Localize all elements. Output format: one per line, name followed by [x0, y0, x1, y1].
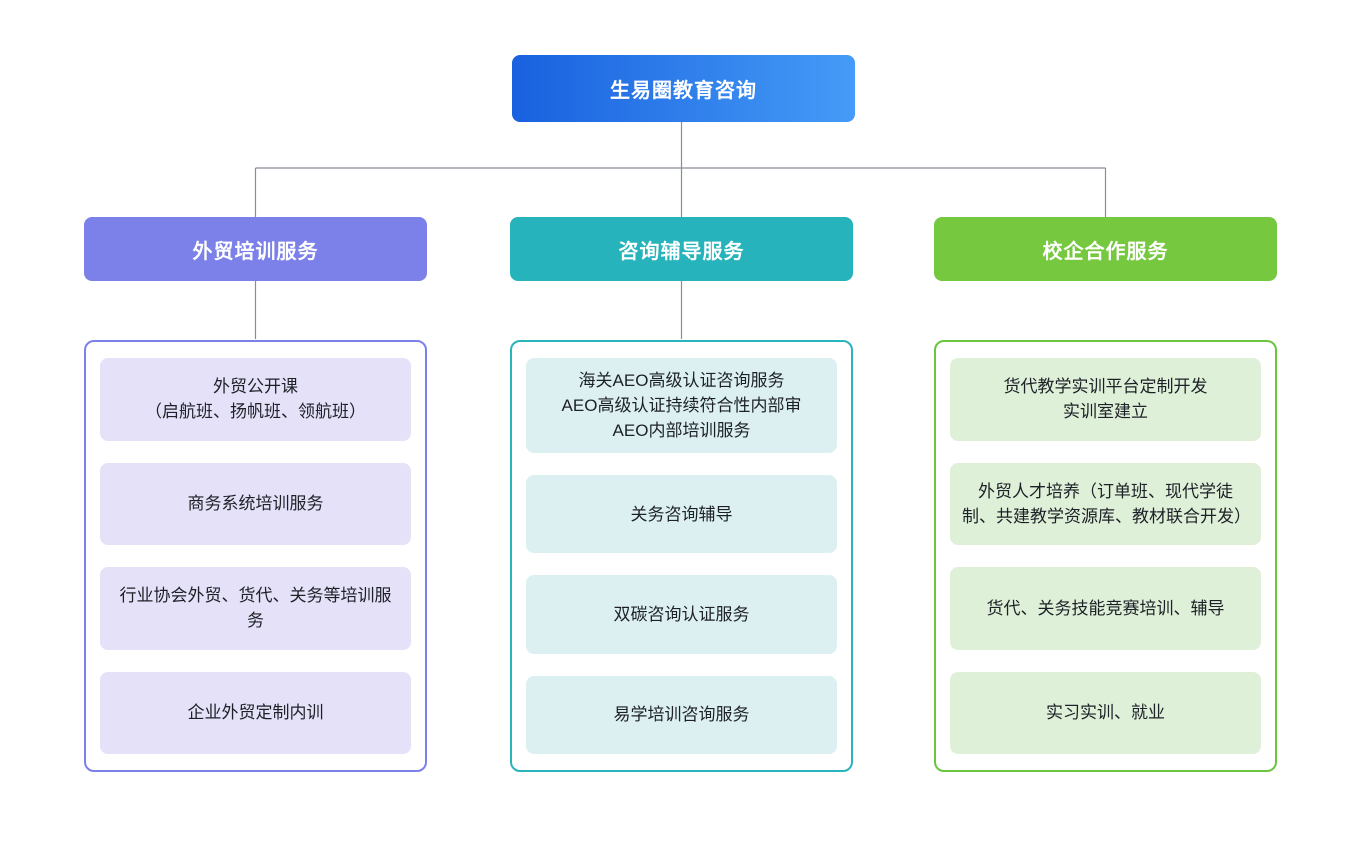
root-node-label: 生易圈教育咨询 [610, 80, 757, 102]
branch-group-box: 货代教学实训平台定制开发 实训室建立 外贸人才培养（订单班、现代学徒制、共建教学… [934, 340, 1277, 772]
leaf-node: 货代、关务技能竞赛培训、辅导 [950, 567, 1261, 650]
branch-header-label: 咨询辅导服务 [618, 240, 745, 263]
leaf-node: 企业外贸定制内训 [100, 671, 411, 754]
branch-header-foreign-trade-training: 外贸培训服务 [84, 217, 427, 281]
branch-group-box: 外贸公开课 （启航班、扬帆班、领航班） 商务系统培训服务 行业协会外贸、货代、关… [84, 340, 427, 772]
leaf-node: 货代教学实训平台定制开发 实训室建立 [950, 358, 1261, 441]
leaf-node: 外贸公开课 （启航班、扬帆班、领航班） [100, 358, 411, 441]
branch-header-school-enterprise-cooperation: 校企合作服务 [934, 217, 1277, 281]
leaf-node: 行业协会外贸、货代、关务等培训服务 [100, 567, 411, 650]
leaf-node: 实习实训、就业 [950, 671, 1261, 754]
branch-group-box: 海关AEO高级认证咨询服务 AEO高级认证持续符合性内部审 AEO内部培训服务 … [510, 340, 853, 772]
branch-header-label: 校企合作服务 [1042, 240, 1169, 263]
branch-foreign-trade-training: 外贸培训服务 外贸公开课 （启航班、扬帆班、领航班） 商务系统培训服务 行业协会… [84, 217, 427, 772]
leaf-node: 商务系统培训服务 [100, 462, 411, 545]
leaf-node: 外贸人才培养（订单班、现代学徒制、共建教学资源库、教材联合开发） [950, 462, 1261, 545]
leaf-node: 双碳咨询认证服务 [526, 575, 837, 654]
leaf-node: 海关AEO高级认证咨询服务 AEO高级认证持续符合性内部审 AEO内部培训服务 [526, 358, 837, 453]
branch-consulting-coaching: 咨询辅导服务 海关AEO高级认证咨询服务 AEO高级认证持续符合性内部审 AEO… [510, 217, 853, 772]
branch-school-enterprise-cooperation: 校企合作服务 货代教学实训平台定制开发 实训室建立 外贸人才培养（订单班、现代学… [934, 217, 1277, 772]
leaf-node: 易学培训咨询服务 [526, 675, 837, 754]
branch-header-consulting-coaching: 咨询辅导服务 [510, 217, 853, 281]
root-node: 生易圈教育咨询 [512, 55, 855, 122]
leaf-node: 关务咨询辅导 [526, 475, 837, 554]
branch-header-label: 外贸培训服务 [192, 240, 319, 263]
